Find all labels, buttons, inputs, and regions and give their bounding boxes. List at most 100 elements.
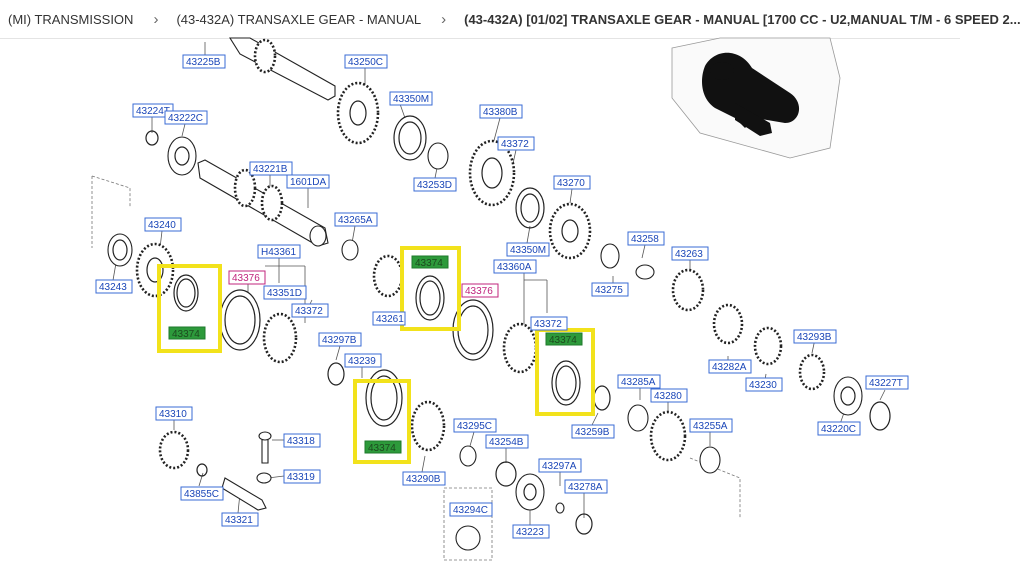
part-label[interactable]: 43293B: [793, 329, 837, 344]
svg-text:43294C: 43294C: [453, 505, 488, 516]
part-label[interactable]: 43261: [372, 311, 406, 326]
part-label[interactable]: 43285A: [617, 374, 661, 389]
svg-text:43278A: 43278A: [568, 482, 603, 493]
part-label[interactable]: 43297B: [318, 332, 362, 347]
part-label[interactable]: 43263: [671, 246, 709, 261]
svg-text:43376: 43376: [232, 273, 260, 284]
part-label[interactable]: 43225B: [182, 54, 226, 69]
svg-text:43230: 43230: [749, 380, 777, 391]
part-label[interactable]: 43253D: [413, 177, 457, 192]
part-label[interactable]: 43372: [497, 136, 535, 151]
part-label[interactable]: 43372: [530, 316, 568, 331]
breadcrumb-item-transmission[interactable]: (MI) TRANSMISSION: [8, 11, 134, 27]
svg-text:43372: 43372: [534, 319, 562, 330]
part-label[interactable]: 43222C: [164, 110, 208, 125]
svg-text:43227T: 43227T: [869, 378, 903, 389]
svg-text:43319: 43319: [287, 472, 315, 483]
part-label[interactable]: 43310: [155, 406, 193, 421]
part-label[interactable]: 43380B: [479, 104, 523, 119]
svg-text:43350M: 43350M: [510, 245, 546, 256]
svg-text:43259B: 43259B: [575, 427, 610, 438]
svg-text:43293B: 43293B: [797, 332, 832, 343]
part-label[interactable]: 43255A: [689, 418, 733, 433]
part-label[interactable]: 43250C: [344, 54, 388, 69]
svg-text:43221B: 43221B: [253, 164, 288, 175]
part-label[interactable]: 43282A: [708, 359, 752, 374]
svg-text:43282A: 43282A: [712, 362, 747, 373]
svg-text:43263: 43263: [675, 249, 703, 260]
svg-text:43280: 43280: [654, 391, 682, 402]
svg-text:43270: 43270: [557, 178, 585, 189]
transaxle-thumbnail: [671, 37, 841, 159]
part-label[interactable]: 43321: [221, 512, 259, 527]
svg-text:43250C: 43250C: [348, 57, 383, 68]
part-label[interactable]: 43221B: [249, 161, 293, 176]
part-label[interactable]: 43350M: [389, 91, 433, 106]
part-label[interactable]: 43278A: [564, 479, 608, 494]
part-label-highlighted[interactable]: 43374: [545, 332, 583, 346]
svg-text:43224T: 43224T: [136, 106, 170, 117]
part-label[interactable]: 43290B: [402, 471, 446, 486]
svg-text:1601DA: 1601DA: [290, 177, 326, 188]
part-label[interactable]: 1601DA: [286, 174, 330, 189]
part-label[interactable]: 43227T: [865, 375, 909, 390]
parts-illustrations: [107, 37, 891, 551]
part-label[interactable]: 43220C: [817, 421, 861, 436]
part-label[interactable]: 43275: [591, 282, 629, 297]
svg-text:43290B: 43290B: [406, 474, 441, 485]
part-label[interactable]: 43265A: [334, 212, 378, 227]
svg-text:43374: 43374: [549, 335, 577, 346]
part-label[interactable]: 43376: [461, 283, 499, 298]
part-label[interactable]: 43223: [512, 524, 550, 539]
svg-text:43374: 43374: [368, 443, 396, 454]
part-label[interactable]: 43855C: [180, 486, 224, 501]
part-label[interactable]: 43270: [553, 175, 591, 190]
part-label[interactable]: 43319: [283, 469, 321, 484]
part-label[interactable]: 43230: [745, 377, 783, 392]
part-label[interactable]: 43351D: [263, 285, 307, 300]
svg-text:43223: 43223: [516, 527, 544, 538]
svg-text:43222C: 43222C: [168, 113, 203, 124]
svg-text:43258: 43258: [631, 234, 659, 245]
svg-text:43297A: 43297A: [542, 461, 577, 472]
part-label[interactable]: 43318: [283, 433, 321, 448]
part-label-highlighted[interactable]: 43374: [168, 326, 206, 340]
svg-text:43372: 43372: [295, 306, 323, 317]
part-label[interactable]: H43361: [257, 244, 301, 259]
svg-text:43855C: 43855C: [184, 489, 219, 500]
svg-text:43240: 43240: [148, 220, 176, 231]
svg-text:43321: 43321: [225, 515, 253, 526]
part-label[interactable]: 43239: [344, 353, 382, 368]
part-label[interactable]: 43259B: [571, 424, 615, 439]
part-label[interactable]: 43372: [291, 303, 329, 318]
part-label[interactable]: 43258: [627, 231, 665, 246]
part-label[interactable]: 43376: [228, 270, 266, 285]
part-label[interactable]: 43297A: [538, 458, 582, 473]
part-label[interactable]: 43243: [95, 279, 133, 294]
svg-text:43254B: 43254B: [489, 437, 524, 448]
part-label-highlighted[interactable]: 43374: [411, 255, 449, 269]
svg-text:43297B: 43297B: [322, 335, 357, 346]
parts-diagram: 43225B 43250C 43350M 43224T 43222C 43380…: [91, 37, 909, 561]
part-label[interactable]: 43280: [650, 388, 688, 403]
svg-text:43220C: 43220C: [821, 424, 856, 435]
part-label[interactable]: 43360A: [493, 259, 537, 274]
part-labels: 43225B 43250C 43350M 43224T 43222C 43380…: [95, 54, 909, 539]
part-label[interactable]: 43350M: [506, 242, 550, 257]
part-label[interactable]: 43295C: [453, 418, 497, 433]
svg-text:43255A: 43255A: [693, 421, 728, 432]
svg-text:43295C: 43295C: [457, 421, 492, 432]
svg-text:43261: 43261: [376, 314, 404, 325]
svg-text:43239: 43239: [348, 356, 376, 367]
part-label[interactable]: 43294C: [449, 502, 493, 517]
svg-text:43243: 43243: [99, 282, 127, 293]
svg-text:43225B: 43225B: [186, 57, 221, 68]
svg-text:H43361: H43361: [261, 247, 296, 258]
svg-text:43350M: 43350M: [393, 94, 429, 105]
svg-text:43253D: 43253D: [417, 180, 452, 191]
chevron-right-icon: ›: [441, 10, 447, 28]
part-label[interactable]: 43254B: [485, 434, 529, 449]
breadcrumb-item-transaxle-gear[interactable]: (43-432A) TRANSAXLE GEAR - MANUAL: [176, 11, 422, 27]
part-label[interactable]: 43240: [144, 217, 182, 232]
part-label-highlighted[interactable]: 43374: [364, 440, 402, 454]
